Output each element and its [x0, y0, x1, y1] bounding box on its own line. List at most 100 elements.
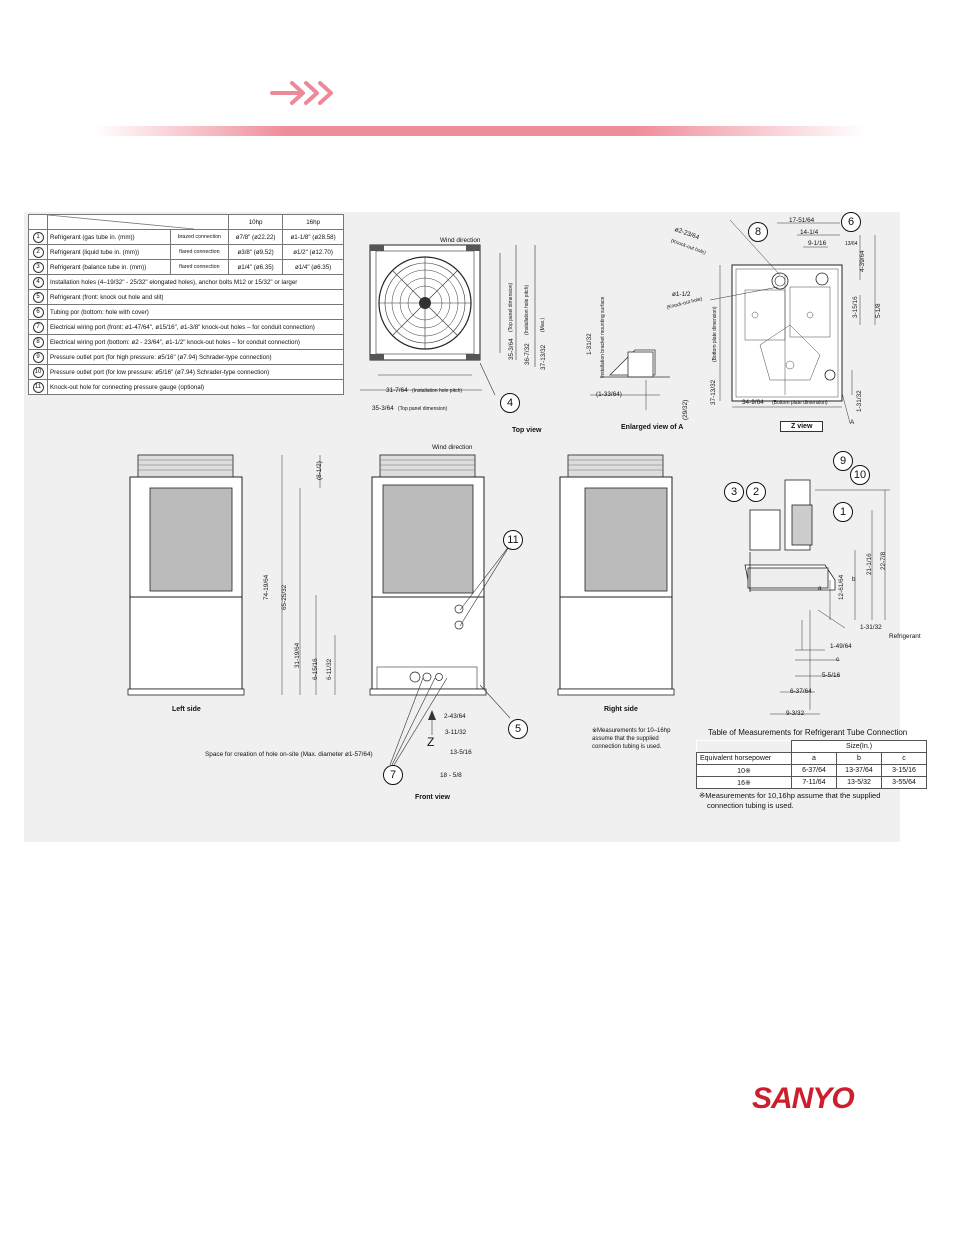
note-text: Knock-out hole for connecting pressure g… — [47, 379, 344, 395]
left-dim-5: 6-15/16 — [312, 658, 319, 680]
value-10hp: ø3/8" (ø9.52) — [228, 244, 284, 260]
spec-row: 3 Refrigerant (balance tube in. (mm)) fl… — [28, 259, 344, 275]
table-row: 10※ 6-37/64 13-37/64 3-15/16 — [696, 764, 927, 777]
front-dim-1: 2-43/64 — [444, 713, 466, 720]
hp-cell: 10※ — [696, 764, 792, 777]
left-dim-2: 65-25/32 — [281, 584, 288, 610]
z-dim-top-2: 14-1/4 — [800, 229, 819, 236]
left-side-caption: Left side — [172, 706, 201, 713]
front-view-drawing — [369, 454, 487, 696]
enlarged-dim-3: (29/32) — [682, 399, 689, 420]
z-dim-right-3: 5-1/8 — [875, 303, 882, 318]
tube-dim-1: 21-1/16 — [866, 553, 873, 575]
row-label: Refrigerant (gas tube in. (mm)) — [47, 229, 171, 245]
tube-a: a — [818, 585, 822, 592]
top-dim-1-note: (Top panel dimension) — [508, 282, 514, 332]
value-16hp: ø1/2" (ø12.70) — [282, 244, 344, 260]
col-b-header: b — [836, 752, 882, 765]
top-dim-4-note: (Installation hole pitch) — [412, 388, 463, 394]
left-side-dimensions — [281, 455, 336, 695]
z-a-label: A — [850, 419, 855, 426]
z-dim-bottom: 34-9/64 — [742, 399, 764, 406]
callout-10: 10 — [850, 465, 870, 485]
tube-h3: 5-5/16 — [822, 672, 841, 679]
col-a-header: a — [791, 752, 837, 765]
row-label: Refrigerant (balance tube in. (mm)) — [47, 259, 171, 275]
top-wind-direction: Wind direction — [440, 237, 481, 244]
value-16hp: ø1/4" (ø6.35) — [282, 259, 344, 275]
front-leaders — [389, 544, 511, 766]
diagonal-line-icon — [47, 214, 195, 230]
right-side-note: ※Measurements for 10–16hp assume that th… — [592, 728, 671, 750]
z-dim-top-3: 9-1/16 — [808, 240, 827, 247]
note-number: 6 — [32, 306, 44, 318]
callout-11: 11 — [503, 530, 523, 550]
tube-dim-2: 22-7/8 — [880, 551, 887, 570]
row-sub: flared connection — [169, 259, 230, 275]
measure-table-title: Table of Measurements for Refrigerant Tu… — [708, 728, 908, 737]
left-dim-4: (8-1/2) — [316, 461, 323, 480]
callout-2: 2 — [746, 482, 766, 502]
callout-9: 9 — [833, 451, 853, 471]
row-number: 2 — [32, 246, 44, 258]
value-16hp: ø1-1/8" (ø28.58) — [282, 229, 344, 245]
note-text: Installation holes (4–19/32" - 25/32" el… — [47, 274, 344, 290]
enlarged-caption: Enlarged view of A — [621, 424, 684, 431]
hp-cell: 16※ — [696, 776, 792, 789]
measure-note-1: ※Measurements for 10,16hp assume that th… — [699, 791, 881, 800]
a-cell: 6-37/64 — [791, 764, 837, 777]
row-label: Refrigerant (liquid tube in. (mm)) — [47, 244, 171, 260]
callout-7: 7 — [383, 765, 403, 785]
value-10hp: ø1/4" (ø6.35) — [228, 259, 284, 275]
top-dim-2: 36-7/32 — [524, 343, 531, 365]
z-view-caption: Z view — [780, 421, 824, 432]
spec-table: 10hp 16hp 1 Refrigerant (gas tube in. (m… — [28, 214, 344, 395]
left-dim-3: 31-19/64 — [294, 642, 301, 668]
note-text: Pressure outlet port (for low pressure: … — [47, 364, 344, 380]
c-cell: 3-15/16 — [881, 764, 927, 777]
measure-note-2: connection tubing is used. — [707, 801, 794, 810]
callout-1: 1 — [833, 502, 853, 522]
top-dim-5: 35-3/64 — [372, 405, 394, 412]
front-z-label: Z — [427, 735, 435, 749]
tube-detail-drawing — [744, 479, 890, 715]
z-dim-bottom-note: (Bottom plate dimension) — [772, 400, 828, 406]
front-wind-direction: Wind direction — [432, 444, 473, 451]
row-number: 1 — [32, 231, 44, 243]
b-cell: 13-5/32 — [836, 776, 882, 789]
col-hp-header: Equivalent horsepower — [696, 752, 792, 765]
z-dim-right-4: 1-31/32 — [856, 390, 863, 412]
front-view-caption: Front view — [415, 794, 451, 801]
note-number: 5 — [32, 291, 44, 303]
tube-refrigerant: Refrigerant — [889, 633, 921, 640]
c-cell: 3-55/64 — [881, 776, 927, 789]
note-number: 7 — [32, 321, 44, 333]
row-sub: flared connection — [169, 244, 230, 260]
top-view-caption: Top view — [512, 427, 542, 434]
col-header-10hp: 10hp — [228, 214, 284, 230]
top-dim-2-note: (Installation hole pitch) — [524, 284, 530, 335]
tube-dim-3: 12-61/64 — [838, 574, 845, 600]
top-view-drawing — [360, 244, 536, 396]
note-text: Tubing por (bottom: hole with cover) — [47, 304, 344, 320]
spec-row: 1 Refrigerant (gas tube in. (mm)) brazed… — [28, 229, 344, 245]
tube-h1: 1-31/32 — [860, 624, 882, 631]
note-number: 4 — [32, 276, 44, 288]
row-sub: brazed connection — [169, 229, 230, 245]
z-dim-top-1: 17-51/64 — [789, 217, 815, 224]
callout-3: 3 — [724, 482, 744, 502]
z-knock-2: ø1-1/2 — [672, 291, 691, 298]
top-dim-3: 37-13/32 — [540, 344, 547, 370]
col-header-16hp: 16hp — [282, 214, 344, 230]
row-number: 3 — [32, 261, 44, 273]
z-dim-right-2: 3-15/16 — [852, 296, 859, 318]
tube-c: c — [836, 656, 840, 663]
callout-6: 6 — [841, 212, 861, 232]
note-text: Electrical wiring port (bottom: ø2 - 23/… — [47, 334, 344, 350]
value-10hp: ø7/8" (ø22.22) — [228, 229, 284, 245]
left-dim-1: 74-19/64 — [263, 574, 270, 600]
